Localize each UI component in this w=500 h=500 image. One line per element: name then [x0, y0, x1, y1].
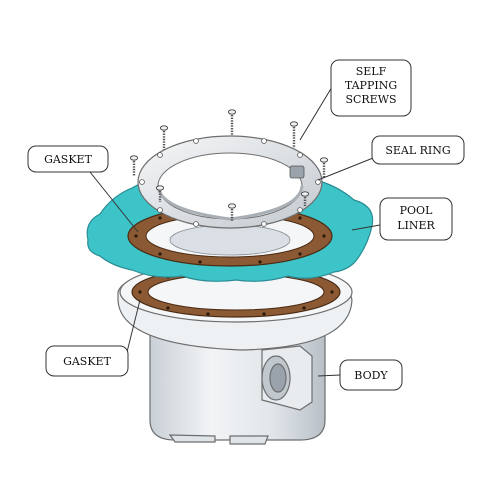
callout-screws-line-2: TAPPING	[345, 79, 397, 92]
lower-gasket	[131, 266, 341, 318]
callout-seal-ring: SEAL RING	[371, 135, 465, 165]
self-tapping-screws	[129, 109, 329, 222]
callout-screws-line-1: SELF	[356, 65, 387, 78]
callout-self-tapping-screws: SELF TAPPING SCREWS	[330, 59, 412, 117]
callout-gasket-upper-label: GASKET	[44, 153, 93, 166]
screw-icon	[155, 185, 165, 202]
screw-icon	[319, 157, 329, 178]
callout-screws-line-3: SCREWS	[345, 93, 396, 106]
callout-gasket-lower: GASKET	[45, 345, 129, 377]
screw-icon	[227, 203, 237, 222]
screw-icon	[227, 109, 237, 136]
screw-icon	[159, 125, 169, 150]
callout-body-label: BODY	[354, 369, 388, 382]
callout-gasket-upper: GASKET	[27, 145, 109, 173]
callout-pool-liner-line-1: POOL	[400, 204, 433, 217]
callout-seal-ring-label: SEAL RING	[385, 144, 450, 157]
screw-icon	[289, 121, 299, 148]
screw-icon	[300, 191, 310, 206]
callout-pool-liner-line-2: LINER	[397, 219, 435, 232]
callout-gasket-lower-label: GASKET	[63, 355, 112, 368]
callout-body: BODY	[339, 359, 403, 391]
seal-ring	[137, 135, 323, 229]
screw-icon	[129, 155, 139, 176]
callout-pool-liner: POOL LINER	[379, 197, 453, 241]
